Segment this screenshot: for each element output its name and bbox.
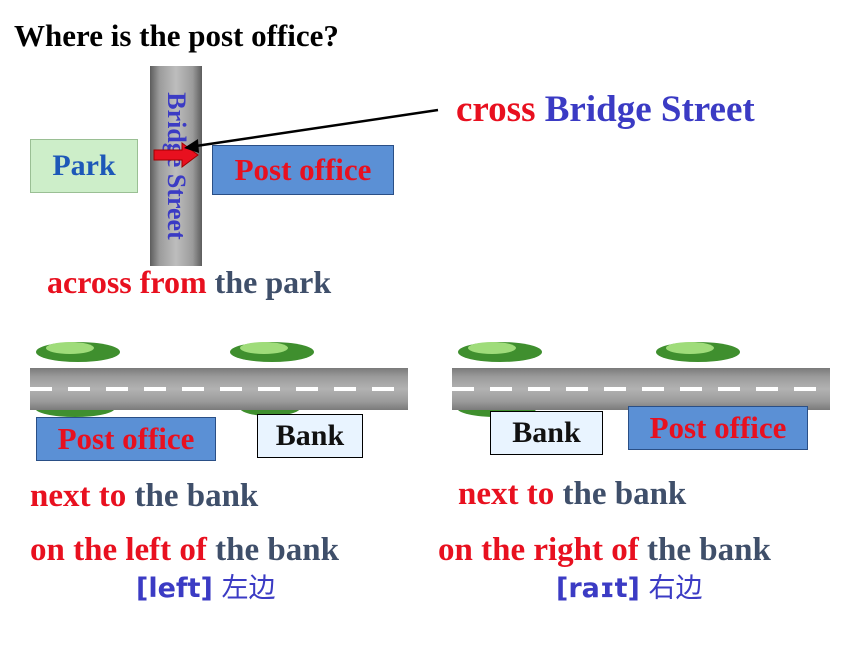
across-from-caption: across from the park — [47, 264, 331, 301]
tree-icon — [230, 342, 314, 362]
next-phrase-right: next to — [458, 476, 555, 512]
tree-icon — [656, 342, 740, 362]
left-of-phrase: on the left of — [30, 532, 207, 568]
ipa-left: [left] — [136, 573, 213, 604]
ipa-right: [raɪt] — [556, 573, 640, 604]
cross-word: cross — [456, 89, 536, 130]
next-phrase-left: next to — [30, 478, 127, 514]
bank-box-left: Bank — [257, 414, 363, 458]
park-box: Park — [30, 139, 138, 193]
chinese-left: 左边 — [221, 573, 276, 604]
left-of-caption: on the left of the bank — [30, 532, 339, 569]
tree-icon — [458, 342, 542, 362]
left-road — [30, 368, 408, 410]
cross-street-name: Bridge Street — [544, 89, 755, 130]
red-arrow-icon — [153, 142, 199, 168]
next-to-caption-right: next to the bank — [458, 476, 686, 513]
post-office-box-left: Post office — [36, 417, 216, 461]
right-of-caption: on the right of the bank — [438, 532, 771, 569]
cross-street-caption: cross Bridge Street — [456, 88, 755, 131]
bridge-street-road — [150, 66, 202, 266]
left-of-object: the bank — [215, 532, 339, 568]
right-of-phrase: on the right of — [438, 532, 639, 568]
chinese-right: 右边 — [648, 573, 703, 604]
right-road — [452, 368, 830, 410]
post-office-box-top: Post office — [212, 145, 394, 195]
across-object: the park — [214, 264, 332, 300]
next-object-right: the bank — [562, 476, 687, 512]
post-office-box-right: Post office — [628, 406, 808, 450]
pronunciation-left: [left] 左边 — [136, 566, 276, 605]
tree-icon — [36, 342, 120, 362]
pronunciation-right: [raɪt] 右边 — [556, 566, 702, 605]
next-to-caption-left: next to the bank — [30, 478, 258, 515]
right-of-object: the bank — [647, 532, 771, 568]
next-object-left: the bank — [134, 478, 259, 514]
bank-box-right: Bank — [490, 411, 603, 455]
page-title: Where is the post office? — [14, 18, 339, 53]
across-phrase: across from — [47, 264, 207, 300]
